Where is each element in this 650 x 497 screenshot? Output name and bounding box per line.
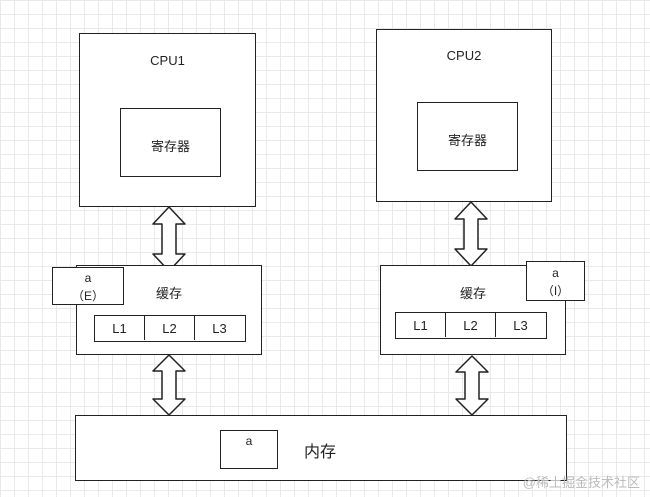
- arrow-cpu1-cache: [152, 206, 186, 272]
- cpu2-box: CPU2 寄存器: [376, 29, 552, 202]
- cache-left-box: 缓存 L1 L2 L3: [76, 265, 262, 355]
- cache-left-l3: L3: [212, 320, 227, 336]
- cache-left-title: 缓存: [155, 286, 182, 301]
- memory-title: 内存: [304, 444, 337, 461]
- cpu2-title: CPU2: [446, 48, 482, 63]
- cpu2-register-box: 寄存器: [417, 102, 518, 171]
- cache-left-levels: L1 L2 L3: [94, 315, 246, 342]
- cache-right-tag-state: （I）: [541, 284, 570, 298]
- cache-left-l1: L1: [95, 316, 145, 340]
- memory-box: a 内存: [75, 415, 567, 481]
- cpu1-title: CPU1: [150, 53, 185, 68]
- cache-left-tag-state: （E）: [71, 289, 104, 303]
- arrow-cpu2-cache: [454, 201, 488, 267]
- arrow-cache-left-memory: [152, 354, 186, 416]
- cache-right-l1: L1: [396, 313, 446, 337]
- memory-var-label: a: [245, 434, 253, 448]
- cache-left-tag: a （E）: [52, 267, 124, 305]
- memory-var-box: a: [220, 430, 278, 469]
- cpu2-register-label: 寄存器: [447, 133, 487, 148]
- cache-right-tag: a （I）: [526, 261, 585, 301]
- cache-left-l2: L2: [145, 316, 195, 340]
- cpu1-register-box: 寄存器: [120, 108, 221, 177]
- cache-right-l3: L3: [513, 317, 528, 333]
- watermark: @稀土掘金技术社区: [522, 475, 640, 490]
- cache-right-tag-var: a: [552, 266, 559, 280]
- cpu1-register-label: 寄存器: [150, 139, 190, 154]
- cpu1-box: CPU1 寄存器: [79, 33, 256, 207]
- cache-right-l2: L2: [446, 313, 496, 337]
- cache-right-levels: L1 L2 L3: [395, 312, 547, 339]
- cache-right-title: 缓存: [459, 286, 486, 301]
- cache-left-tag-var: a: [84, 271, 92, 285]
- arrow-cache-right-memory: [455, 355, 489, 416]
